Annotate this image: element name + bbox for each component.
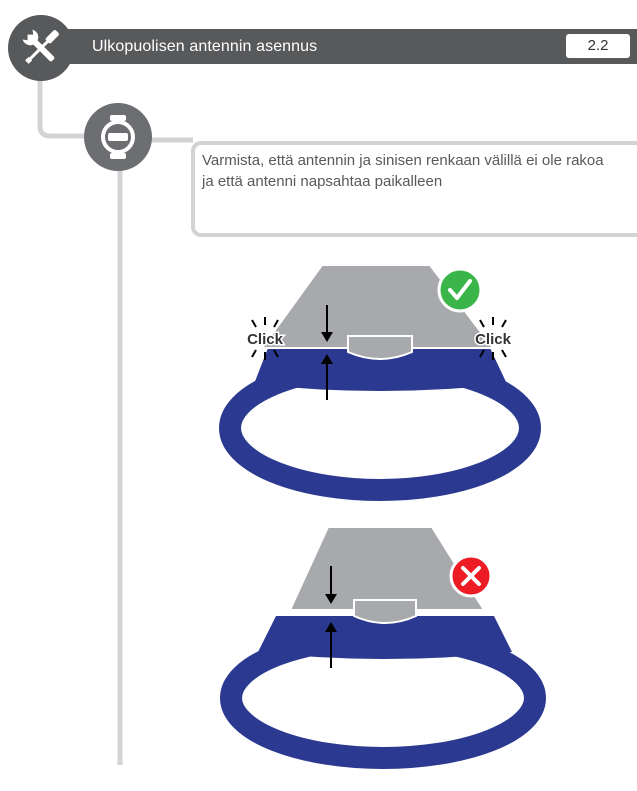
meter-icon-circle <box>84 103 152 171</box>
click-burst-left <box>251 317 279 360</box>
instruction-text: Varmista, että antennin ja sinisen renka… <box>202 152 604 190</box>
header-title: Ulkopuolisen antennin asennus <box>92 38 318 55</box>
click-label-left: Click <box>247 331 284 348</box>
click-burst-right <box>479 317 507 360</box>
correct-installation-illustration: Click Click <box>219 264 541 501</box>
instruction-box <box>191 141 637 237</box>
click-label-right: Click <box>475 331 512 348</box>
tools-icon-circle <box>8 15 74 81</box>
wrench-screwdriver-icon <box>22 29 59 64</box>
check-icon <box>437 267 483 313</box>
meter-device-icon <box>101 115 135 159</box>
header-bar <box>58 29 637 64</box>
incorrect-installation-illustration <box>220 526 546 769</box>
cross-icon <box>449 554 493 598</box>
section-number-badge: 2.2 <box>566 34 630 58</box>
